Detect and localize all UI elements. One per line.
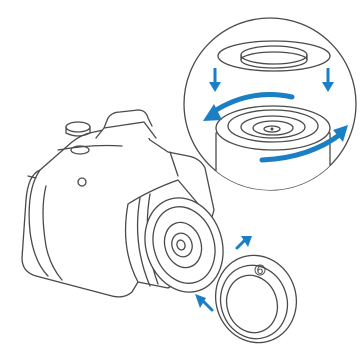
lens-rear-cap-icon xyxy=(218,41,330,71)
lens-barrel-icon xyxy=(216,106,330,200)
detail-inset xyxy=(184,18,356,200)
lens-cap-marker-label: 6 xyxy=(257,264,264,277)
